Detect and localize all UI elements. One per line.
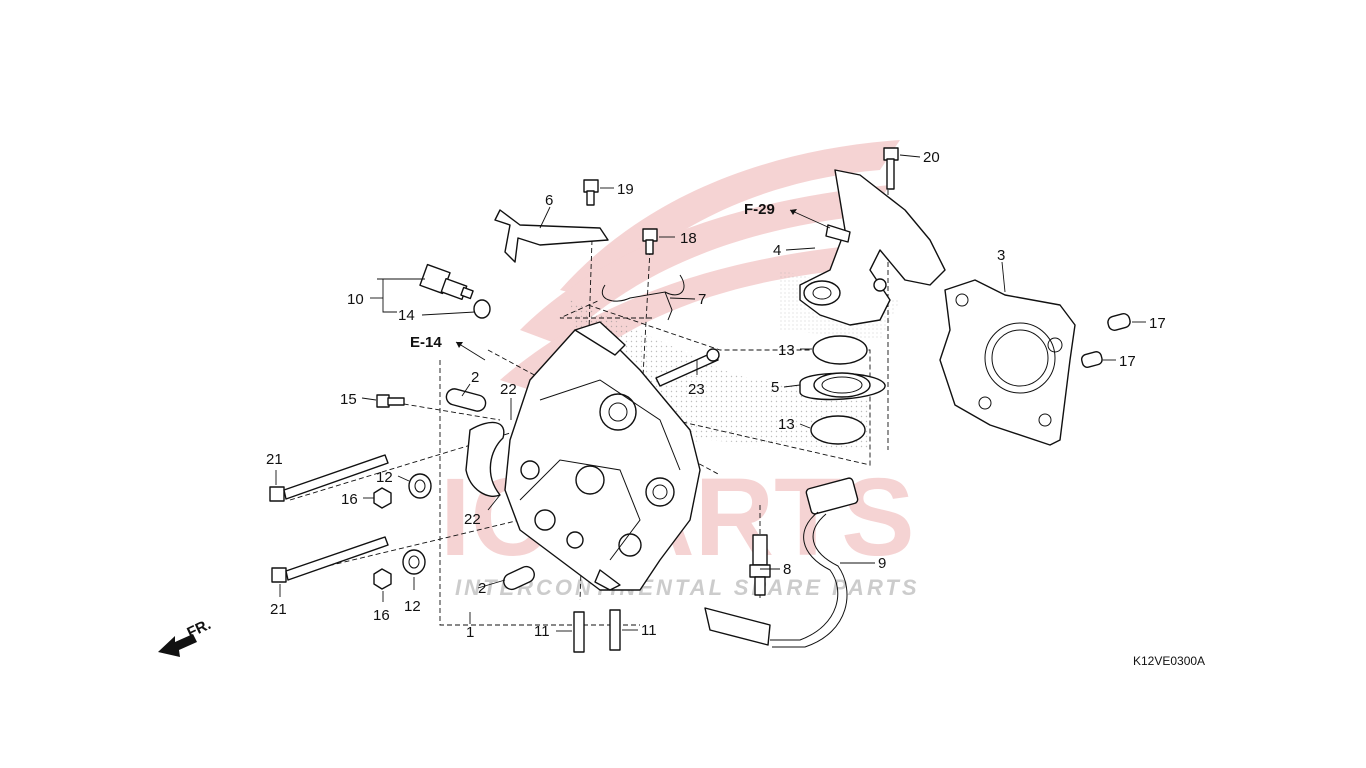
washer-12-bottom bbox=[402, 549, 426, 575]
o2-sensor-9 bbox=[704, 477, 859, 648]
long-bolt-21-bottom bbox=[271, 536, 389, 583]
callout-15[interactable]: 15 bbox=[340, 391, 357, 408]
ref-f29[interactable]: F-29 bbox=[744, 201, 775, 218]
callout-14[interactable]: 14 bbox=[398, 307, 415, 324]
o-ring-13-top bbox=[812, 335, 868, 365]
bolt-20 bbox=[883, 147, 899, 190]
nut-16-bottom bbox=[373, 568, 392, 590]
bolt-18 bbox=[642, 228, 658, 255]
callouts: 1 2 2 3 4 5 6 7 8 9 10 11 11 12 12 13 13… bbox=[266, 149, 1166, 641]
cam-seal bbox=[465, 421, 505, 497]
callout-21[interactable]: 21 bbox=[266, 451, 283, 468]
temp-sensor-10 bbox=[419, 263, 474, 301]
callout-17[interactable]: 17 bbox=[1149, 315, 1166, 332]
callout-2[interactable]: 2 bbox=[478, 580, 486, 597]
callout-1[interactable]: 1 bbox=[466, 624, 474, 641]
nut-16-top bbox=[373, 487, 392, 509]
callout-19[interactable]: 19 bbox=[617, 181, 634, 198]
callout-16[interactable]: 16 bbox=[341, 491, 358, 508]
o-ring-14 bbox=[473, 299, 491, 319]
callout-9[interactable]: 9 bbox=[878, 555, 886, 572]
dowel-17-top bbox=[1107, 313, 1131, 331]
callout-22[interactable]: 22 bbox=[464, 511, 481, 528]
callout-11[interactable]: 11 bbox=[641, 622, 657, 639]
spark-plug-8 bbox=[749, 534, 771, 596]
ref-e14[interactable]: E-14 bbox=[410, 334, 442, 351]
callout-12[interactable]: 12 bbox=[376, 469, 393, 486]
front-arrow-icon bbox=[158, 634, 197, 657]
callout-21[interactable]: 21 bbox=[270, 601, 287, 618]
insulator-5 bbox=[799, 372, 886, 401]
callout-13[interactable]: 13 bbox=[778, 416, 795, 433]
callout-13[interactable]: 13 bbox=[778, 342, 795, 359]
callout-23[interactable]: 23 bbox=[688, 381, 705, 398]
callout-4[interactable]: 4 bbox=[773, 242, 781, 259]
callout-12[interactable]: 12 bbox=[404, 598, 421, 615]
stud-11-right bbox=[609, 609, 621, 651]
diagram-code: K12VE0300A bbox=[1133, 654, 1205, 668]
callout-22[interactable]: 22 bbox=[500, 381, 517, 398]
callout-11[interactable]: 11 bbox=[534, 623, 550, 640]
dowel-17-bottom bbox=[1080, 351, 1103, 368]
bolt-19 bbox=[583, 179, 599, 206]
o-ring-13-bottom bbox=[810, 415, 866, 445]
long-bolt-21-top bbox=[269, 454, 389, 502]
bolt-15 bbox=[376, 394, 405, 408]
head-gasket-3 bbox=[939, 279, 1076, 446]
callout-16[interactable]: 16 bbox=[373, 607, 390, 624]
stud-11-left bbox=[573, 611, 585, 653]
clip-7 bbox=[602, 274, 685, 321]
front-label: FR. bbox=[185, 616, 214, 642]
callout-7[interactable]: 7 bbox=[698, 291, 706, 308]
callout-3[interactable]: 3 bbox=[997, 247, 1005, 264]
dowel-pin-2-top bbox=[445, 388, 487, 412]
callout-2[interactable]: 2 bbox=[471, 369, 479, 386]
callout-6[interactable]: 6 bbox=[545, 192, 553, 209]
leader-lines bbox=[275, 154, 1146, 632]
stud-23 bbox=[655, 351, 719, 387]
callout-18[interactable]: 18 bbox=[680, 230, 697, 247]
callout-10[interactable]: 10 bbox=[347, 291, 364, 308]
bracket-6 bbox=[494, 209, 609, 263]
callout-5[interactable]: 5 bbox=[771, 379, 779, 396]
washer-12-top bbox=[408, 473, 432, 499]
cylinder-head bbox=[504, 321, 701, 591]
intake-manifold-4 bbox=[799, 169, 946, 326]
callout-8[interactable]: 8 bbox=[783, 561, 791, 578]
dowel-pin-2-bottom bbox=[503, 565, 535, 591]
callout-17[interactable]: 17 bbox=[1119, 353, 1136, 370]
callout-20[interactable]: 20 bbox=[923, 149, 940, 166]
